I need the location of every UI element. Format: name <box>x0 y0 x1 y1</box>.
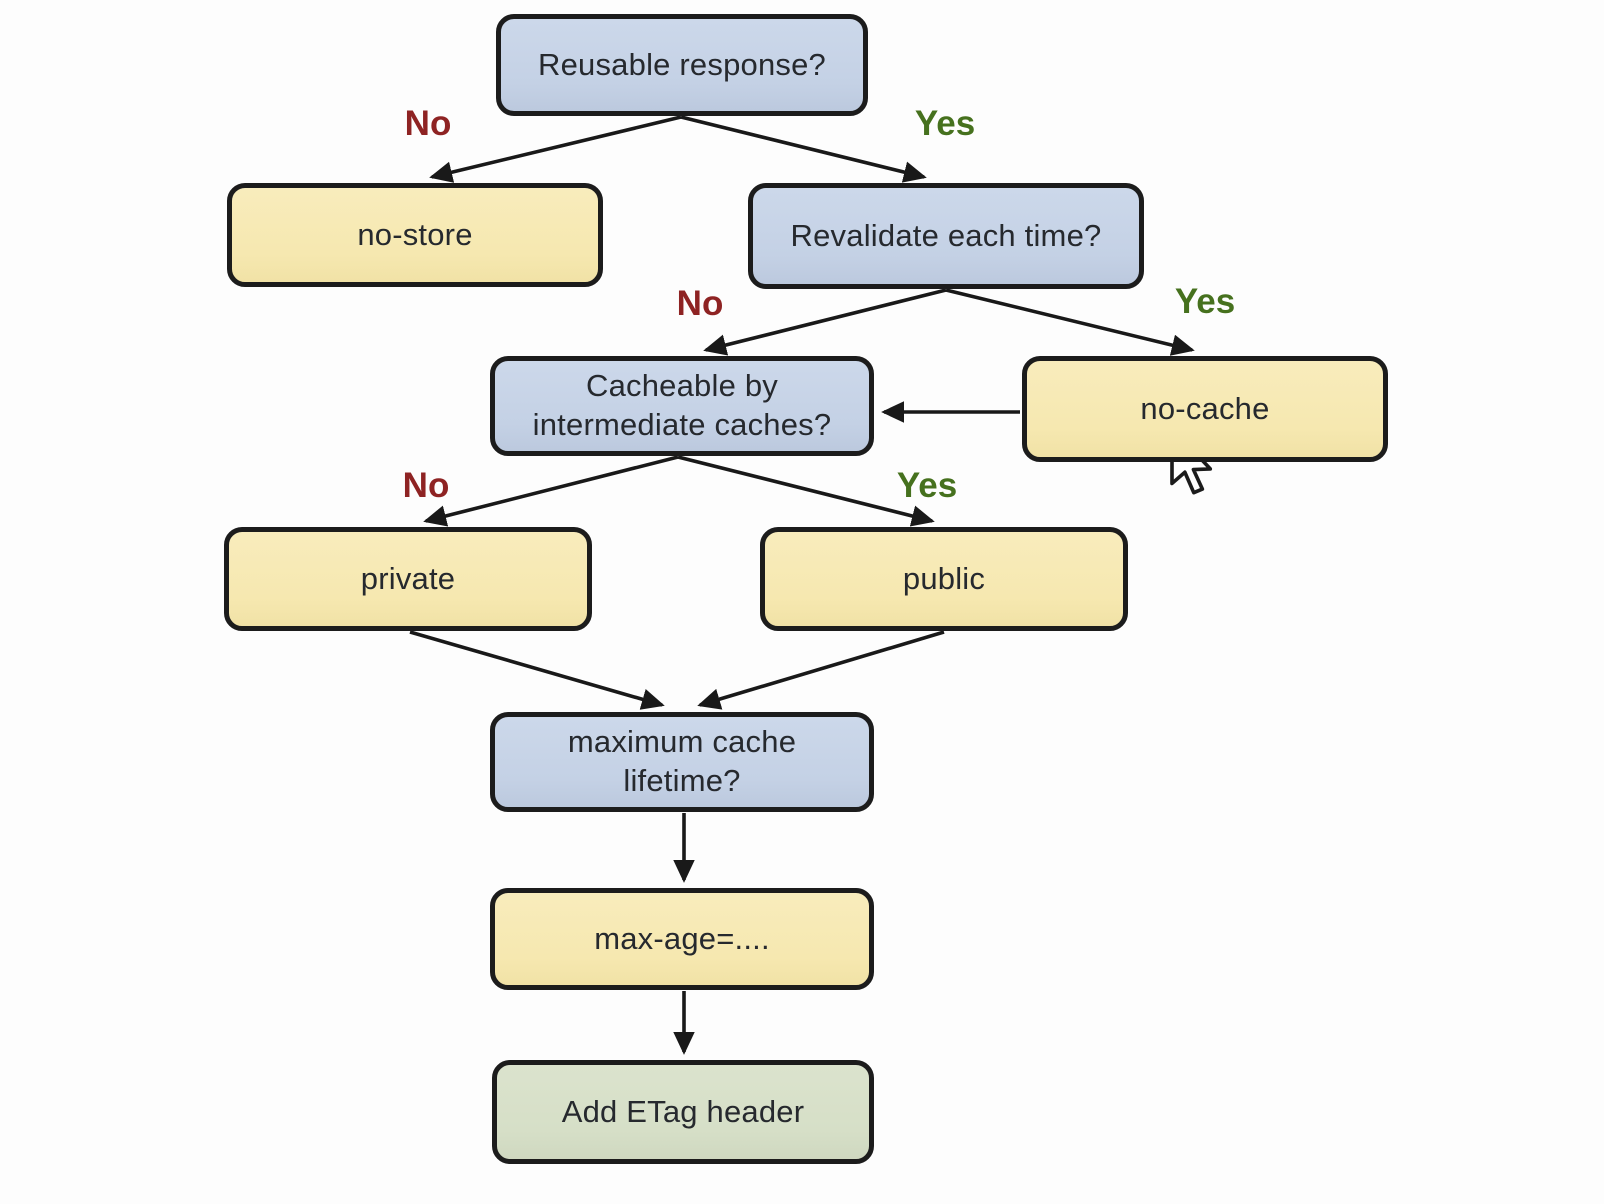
node-private: private <box>224 527 592 631</box>
edge-label-no-reusable: No <box>404 104 452 143</box>
node-no-store: no-store <box>227 183 603 287</box>
edge-reusable-revalidate <box>680 115 927 183</box>
node-reusable-response: Reusable response? <box>496 14 868 116</box>
node-no-cache: no-cache <box>1022 356 1388 462</box>
edge-reusable-no-store <box>429 115 682 183</box>
node-cacheable-by-intermediate-caches: Cacheable by intermediate caches? <box>490 356 874 456</box>
edge-revalidate-cacheable <box>703 288 947 356</box>
edge-label-no-revalidate: No <box>676 284 724 323</box>
edge-label-yes-cacheable: Yes <box>896 466 958 505</box>
edge-revalidate-no-cache <box>945 288 1195 356</box>
node-revalidate-each-time: Revalidate each time? <box>748 183 1144 289</box>
edge-label-no-cacheable: No <box>402 466 450 505</box>
edge-private-max-lifetime <box>409 630 665 710</box>
edge-label-yes-revalidate: Yes <box>1174 282 1236 321</box>
node-add-etag-header: Add ETag header <box>492 1060 874 1164</box>
edge-cacheable-public <box>677 455 935 527</box>
node-maximum-cache-lifetime: maximum cache lifetime? <box>490 712 874 812</box>
node-public: public <box>760 527 1128 631</box>
node-max-age: max-age=.... <box>490 888 874 990</box>
edge-label-yes-reusable: Yes <box>914 104 976 143</box>
edge-public-max-lifetime <box>697 630 945 710</box>
edge-cacheable-private <box>423 455 679 527</box>
